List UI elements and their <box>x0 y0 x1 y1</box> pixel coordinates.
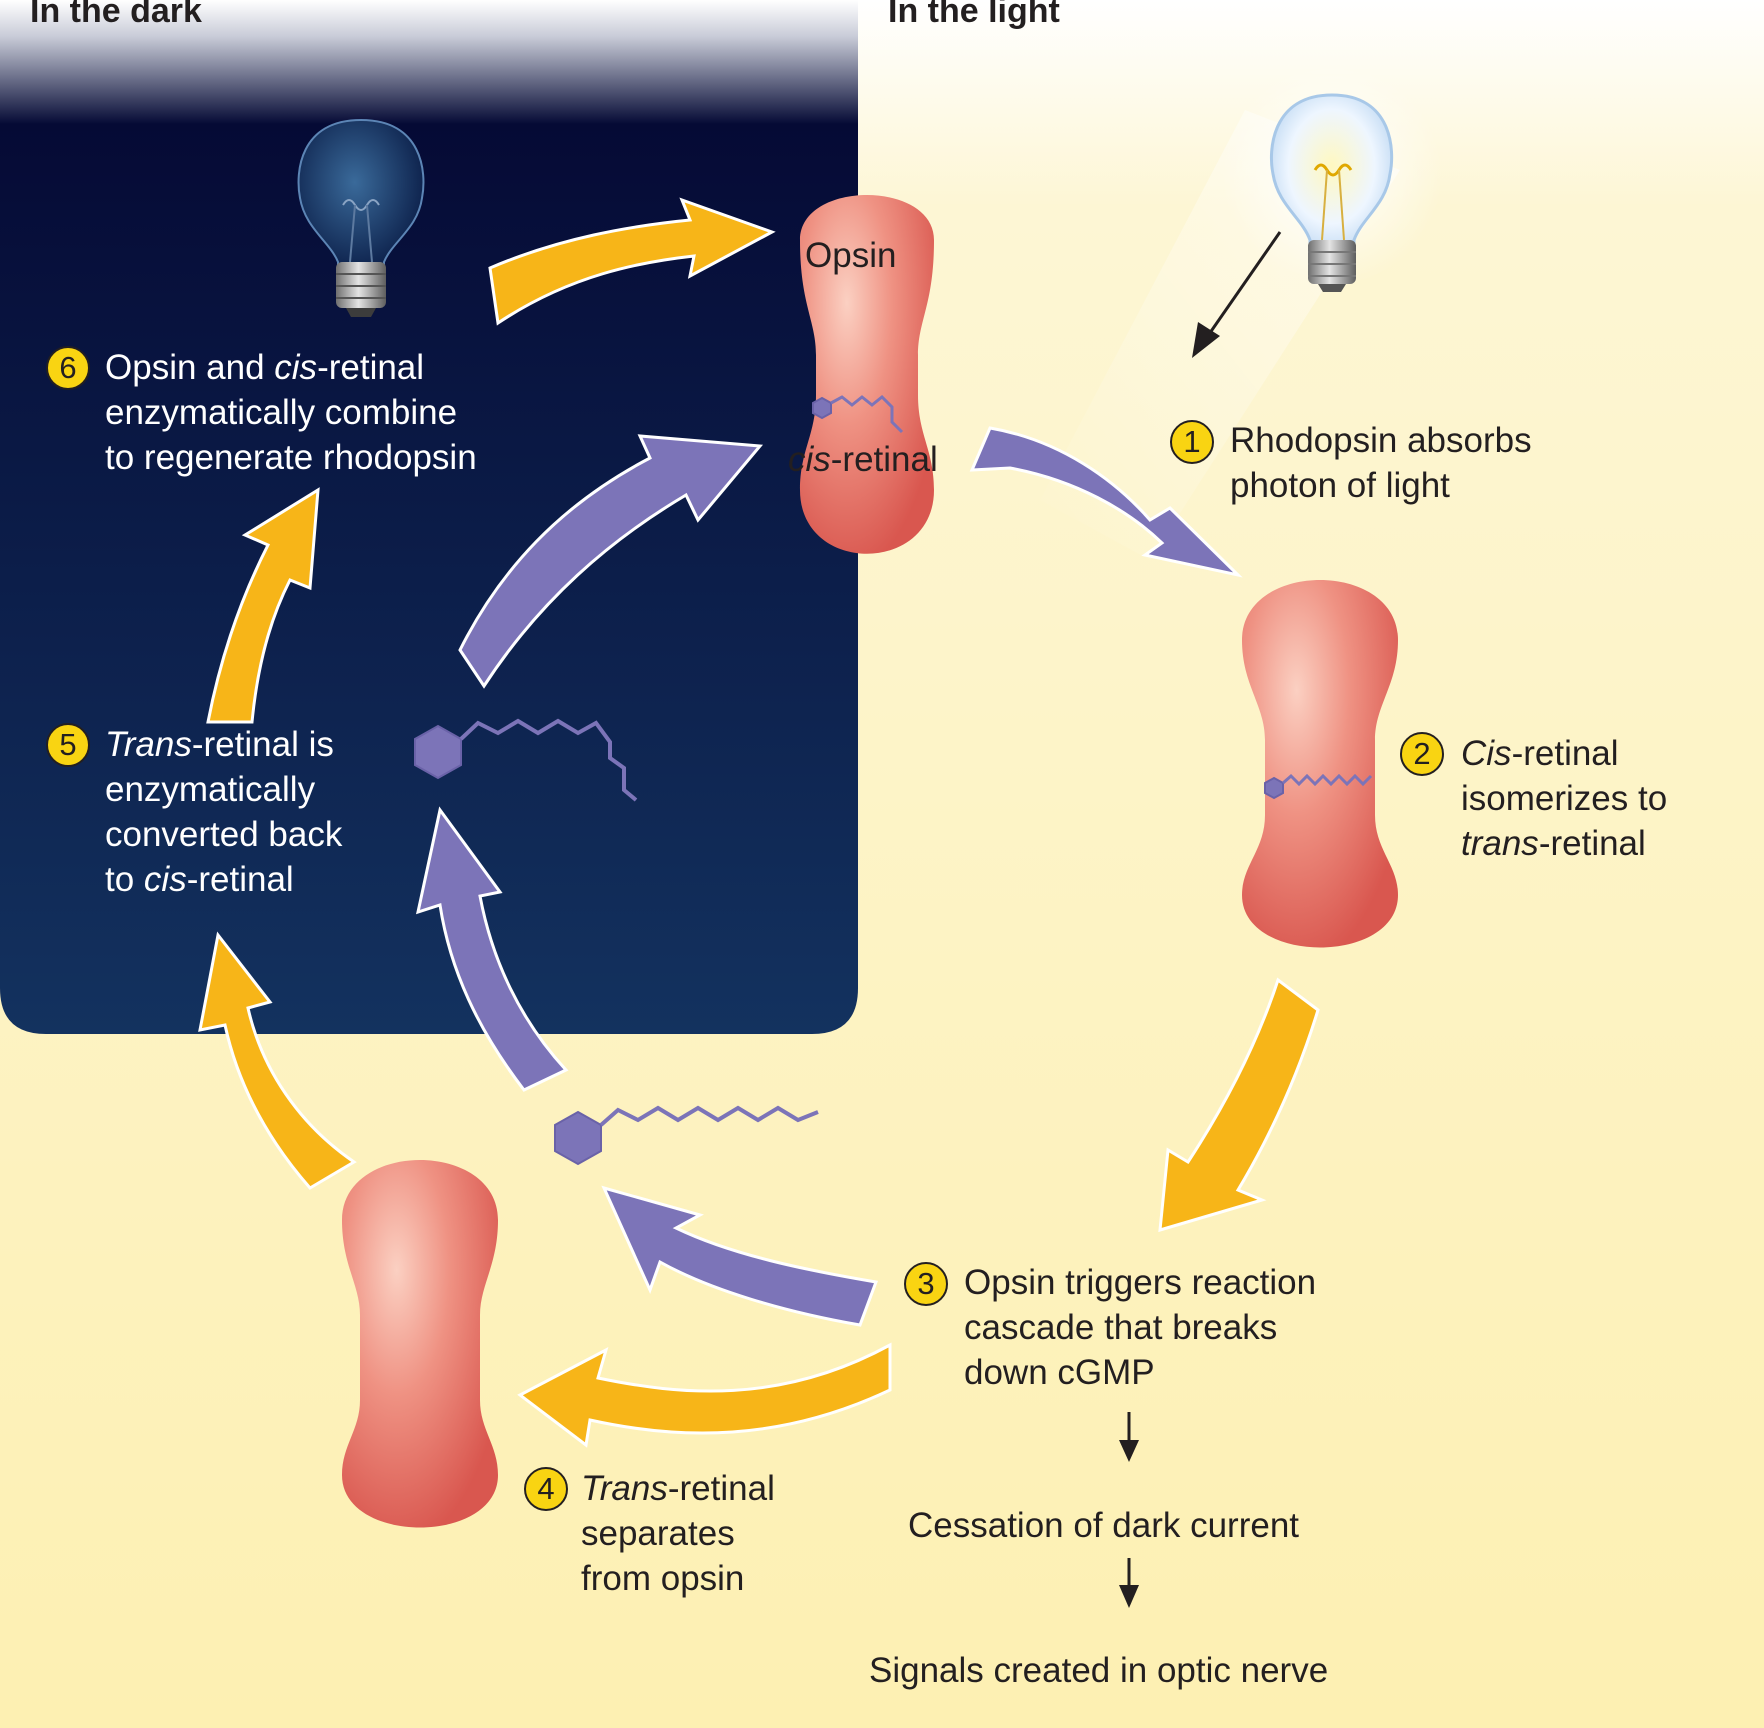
opsin-label: Opsin <box>805 236 897 275</box>
opsin-rhodopsin-top <box>800 195 934 554</box>
cis-retinal-label: cis-retinal <box>788 440 938 479</box>
step-6-badge: 6 <box>46 346 90 390</box>
cascade-optic-nerve: Signals created in optic nerve <box>869 1651 1329 1690</box>
step-2-text: Cis-retinal isomerizes to trans-retinal <box>1461 734 1668 863</box>
photon-arrow-icon <box>1192 231 1282 358</box>
purple-arrow-trans-to-cis <box>415 806 569 1092</box>
lightbulb-off-icon <box>297 118 425 317</box>
step-4-text: Trans-retinal separates from opsin <box>581 1469 775 1598</box>
purple-arrow-step1 <box>969 426 1243 578</box>
opsin-step2 <box>1242 580 1398 948</box>
step-5-text: Trans-retinal is enzymatically converted… <box>105 725 343 899</box>
cascade-arrow-1-icon <box>1119 1412 1139 1462</box>
step-6-text: Opsin and cis-retinal enzymatically comb… <box>105 348 477 477</box>
step-4-badge: 4 <box>524 1467 568 1511</box>
step-1-badge: 1 <box>1170 420 1214 464</box>
step-2-badge: 2 <box>1400 732 1444 776</box>
yellow-arrow-step2-to-step3 <box>1158 977 1320 1233</box>
header-in-the-dark: In the dark <box>30 0 202 30</box>
purple-arrow-to-cis-retinal <box>458 434 764 689</box>
cis-retinal-free-molecule <box>414 718 638 802</box>
cis-retinal-molecule <box>812 394 904 434</box>
yellow-arrow-step5-to-step6 <box>206 487 320 724</box>
yellow-arrow-step4-to-step5 <box>198 931 357 1190</box>
purple-arrow-step3-to-trans-retinal <box>601 1185 879 1327</box>
lightbulb-on-icon <box>1222 65 1442 292</box>
trans-retinal-free-molecule <box>554 1105 819 1166</box>
step-1-text: Rhodopsin absorbs photon of light <box>1230 421 1532 505</box>
header-in-the-light: In the light <box>888 0 1060 30</box>
cascade-arrow-2-icon <box>1119 1558 1139 1608</box>
trans-retinal-bound-molecule <box>1264 773 1373 800</box>
yellow-arrow-to-opsin <box>488 197 776 326</box>
step-5-badge: 5 <box>46 723 90 767</box>
cascade-dark-current: Cessation of dark current <box>908 1506 1300 1545</box>
yellow-arrow-step3-to-step4 <box>517 1342 892 1448</box>
step-3-text: Opsin triggers reaction cascade that bre… <box>964 1263 1317 1392</box>
step-3-badge: 3 <box>904 1262 948 1306</box>
opsin-step4 <box>342 1160 498 1528</box>
